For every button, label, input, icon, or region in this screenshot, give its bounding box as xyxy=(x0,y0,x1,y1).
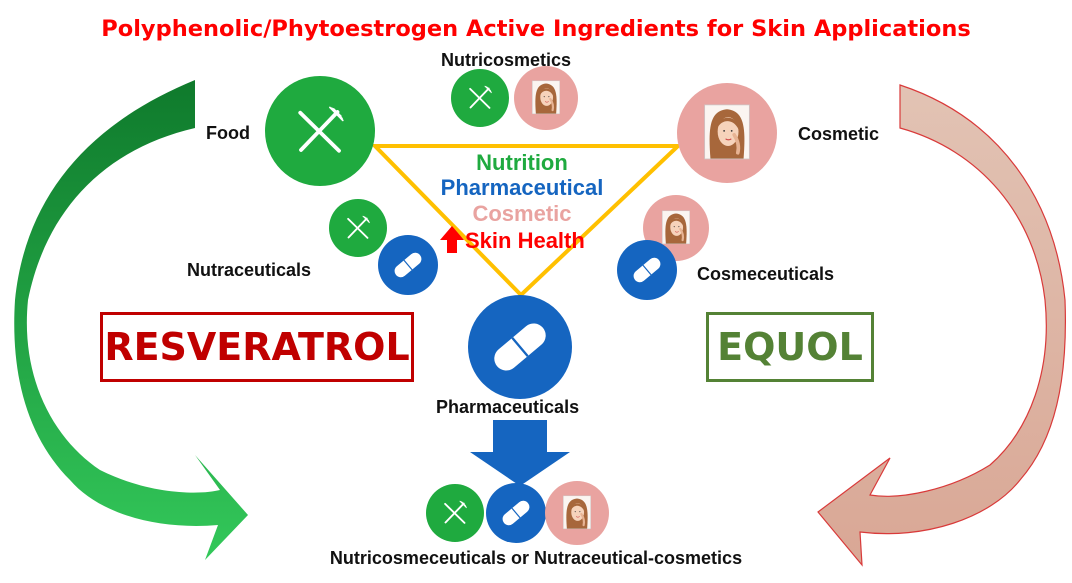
triangle-pharmaceutical: Pharmaceutical xyxy=(440,175,604,200)
pharmaceuticals-label: Pharmaceuticals xyxy=(436,397,580,417)
triangle-cosmetic: Cosmetic xyxy=(472,201,572,226)
page-title: Polyphenolic/Phytoestrogen Active Ingred… xyxy=(101,16,971,42)
cosmeceuticals-label: Cosmeceuticals xyxy=(697,264,835,284)
equol-box: EQUOL xyxy=(706,312,874,382)
resveratrol-box: RESVERATROL xyxy=(100,312,414,382)
food-label: Food xyxy=(206,123,250,143)
bottom-label: Nutricosmeceuticals or Nutraceutical-cos… xyxy=(329,548,743,568)
triangle-skin-health: Skin Health xyxy=(465,228,585,253)
nutraceuticals-label: Nutraceuticals xyxy=(187,260,312,280)
nutricosmetics-label: Nutricosmetics xyxy=(441,50,572,70)
left-curved-arrow xyxy=(14,80,249,560)
right-curved-arrow xyxy=(817,84,1066,567)
down-arrow-icon xyxy=(470,420,570,486)
cosmetic-label: Cosmetic xyxy=(798,124,880,144)
triangle-outline xyxy=(370,144,684,298)
triangle-nutrition: Nutrition xyxy=(476,150,568,175)
up-arrow-icon xyxy=(440,226,464,253)
